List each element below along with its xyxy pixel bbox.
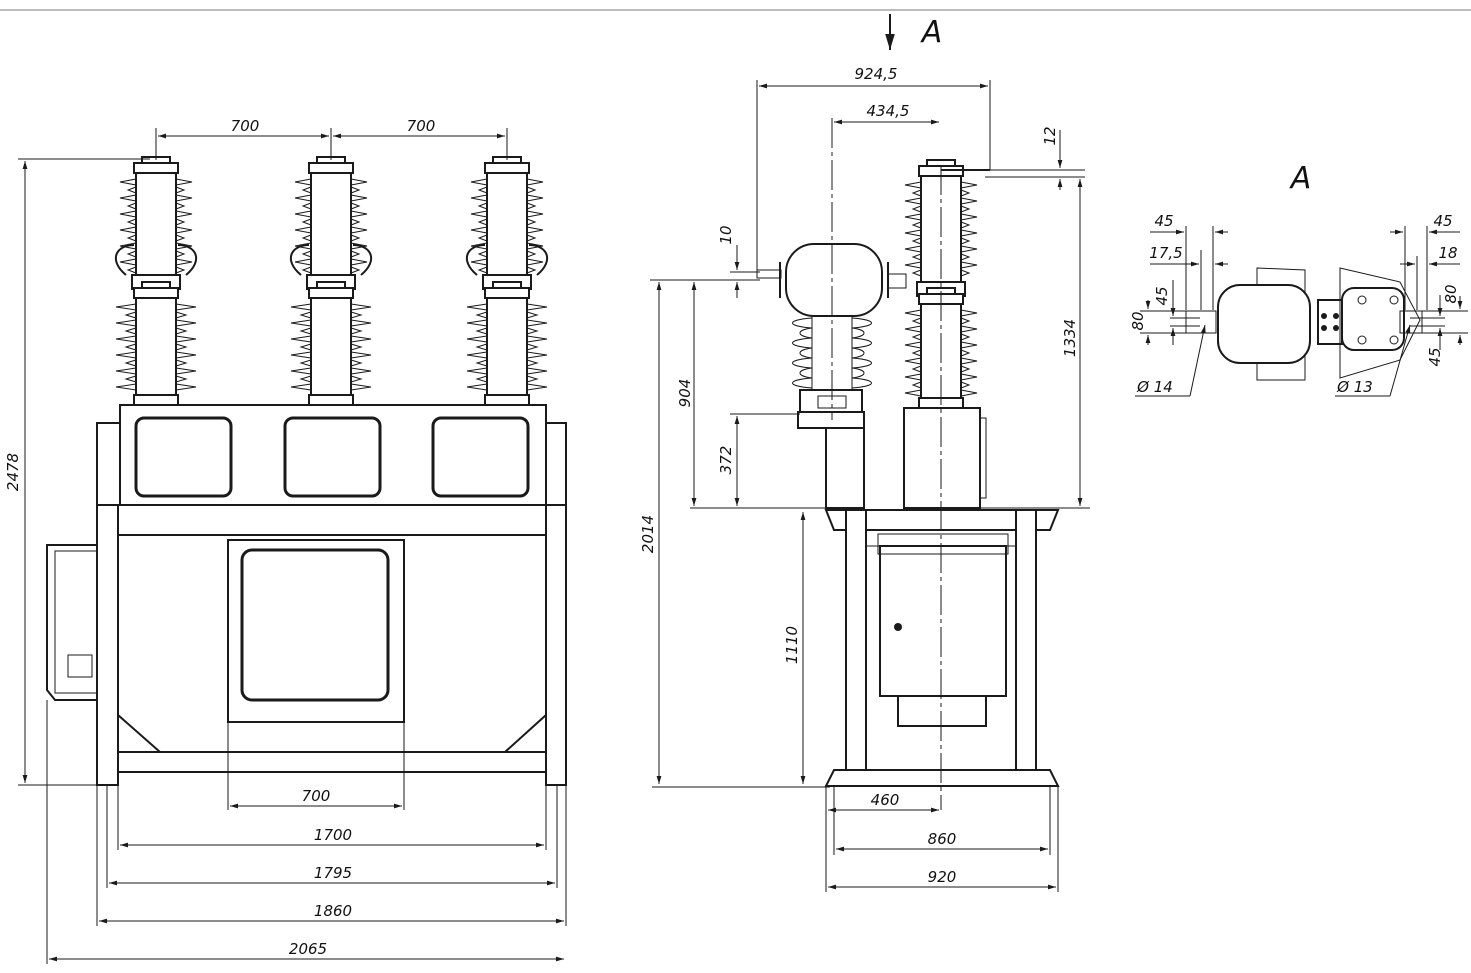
base-plate (824, 509, 1060, 531)
side-view: A (639, 14, 1090, 892)
dim-924-5: 924,5 (855, 65, 898, 83)
ct-top-view (1217, 284, 1311, 364)
dim-2065: 2065 (289, 940, 327, 958)
upper-tank (119, 404, 547, 506)
insulator (466, 281, 548, 396)
dim-860: 860 (928, 830, 957, 848)
breaker-top-view (1341, 287, 1405, 351)
dim-12: 12 (1041, 126, 1059, 145)
insulator (290, 281, 372, 396)
detail-dim-80-right: 80 (1442, 284, 1460, 303)
detail-hole-14: Ø 14 (1136, 378, 1173, 396)
dim-904: 904 (676, 379, 694, 408)
dim-2478: 2478 (4, 453, 22, 491)
detail-hole-13: Ø 13 (1336, 378, 1373, 396)
front-view: 700 700 2478 700 1700 1795 1860 2065 (4, 117, 567, 964)
foot-plate (824, 769, 1060, 787)
dim-1795: 1795 (314, 864, 352, 882)
dim-1700: 1700 (314, 826, 352, 844)
dim-1110: 1110 (783, 626, 801, 664)
dim-10: 10 (717, 225, 735, 244)
dim-434-5: 434,5 (867, 102, 910, 120)
ct-support (825, 427, 865, 509)
dim-2014: 2014 (639, 515, 657, 553)
detail-dims-right (1335, 226, 1468, 397)
tank-window-3 (431, 416, 530, 498)
drive-cabinet (879, 545, 1007, 697)
detail-dim-45-vert-right: 45 (1426, 347, 1444, 366)
drive-box (46, 544, 98, 701)
detail-dim-45-vert-left: 45 (1153, 286, 1171, 305)
dim-700-left: 700 (231, 117, 260, 135)
left-leg (96, 504, 119, 786)
right-bracket-upper (545, 422, 567, 506)
detail-dim-80-left: 80 (1129, 311, 1147, 330)
dim-1334: 1334 (1061, 319, 1079, 357)
section-marker-a: A (920, 15, 943, 50)
insulator (294, 156, 368, 276)
detail-dim-45-right: 45 (1433, 212, 1452, 230)
insulator (119, 156, 193, 276)
tank-window-1 (134, 416, 233, 498)
detail-dim-18: 18 (1438, 244, 1457, 262)
detail-dim-45-left: 45 (1154, 212, 1173, 230)
front-dims (18, 128, 567, 964)
mechanism-box (903, 407, 981, 509)
dim-460: 460 (871, 791, 900, 809)
detail-label-a: A (1289, 161, 1312, 196)
bottom-beam (117, 751, 547, 773)
detail-dims-left (1135, 226, 1228, 397)
door-window (240, 548, 390, 702)
dim-700-right: 700 (407, 117, 436, 135)
cabinet-top-band (96, 504, 567, 536)
cabinet-door (227, 539, 405, 723)
dim-door-700: 700 (302, 787, 331, 805)
detail-view-a: A (1129, 161, 1468, 397)
ct-bellows (792, 316, 872, 390)
ct-housing (785, 243, 883, 317)
insulator (115, 281, 197, 396)
front-bushings (114, 156, 549, 406)
dim-372: 372 (717, 446, 735, 475)
left-bracket-upper (96, 422, 121, 506)
insulator (470, 156, 544, 276)
side-dims (650, 80, 1090, 892)
dim-1860: 1860 (314, 902, 352, 920)
dim-920: 920 (928, 868, 957, 886)
right-leg (545, 504, 567, 786)
detail-dim-17-5: 17,5 (1149, 244, 1182, 262)
side-bushing (904, 159, 990, 409)
tank-window-2 (283, 416, 382, 498)
